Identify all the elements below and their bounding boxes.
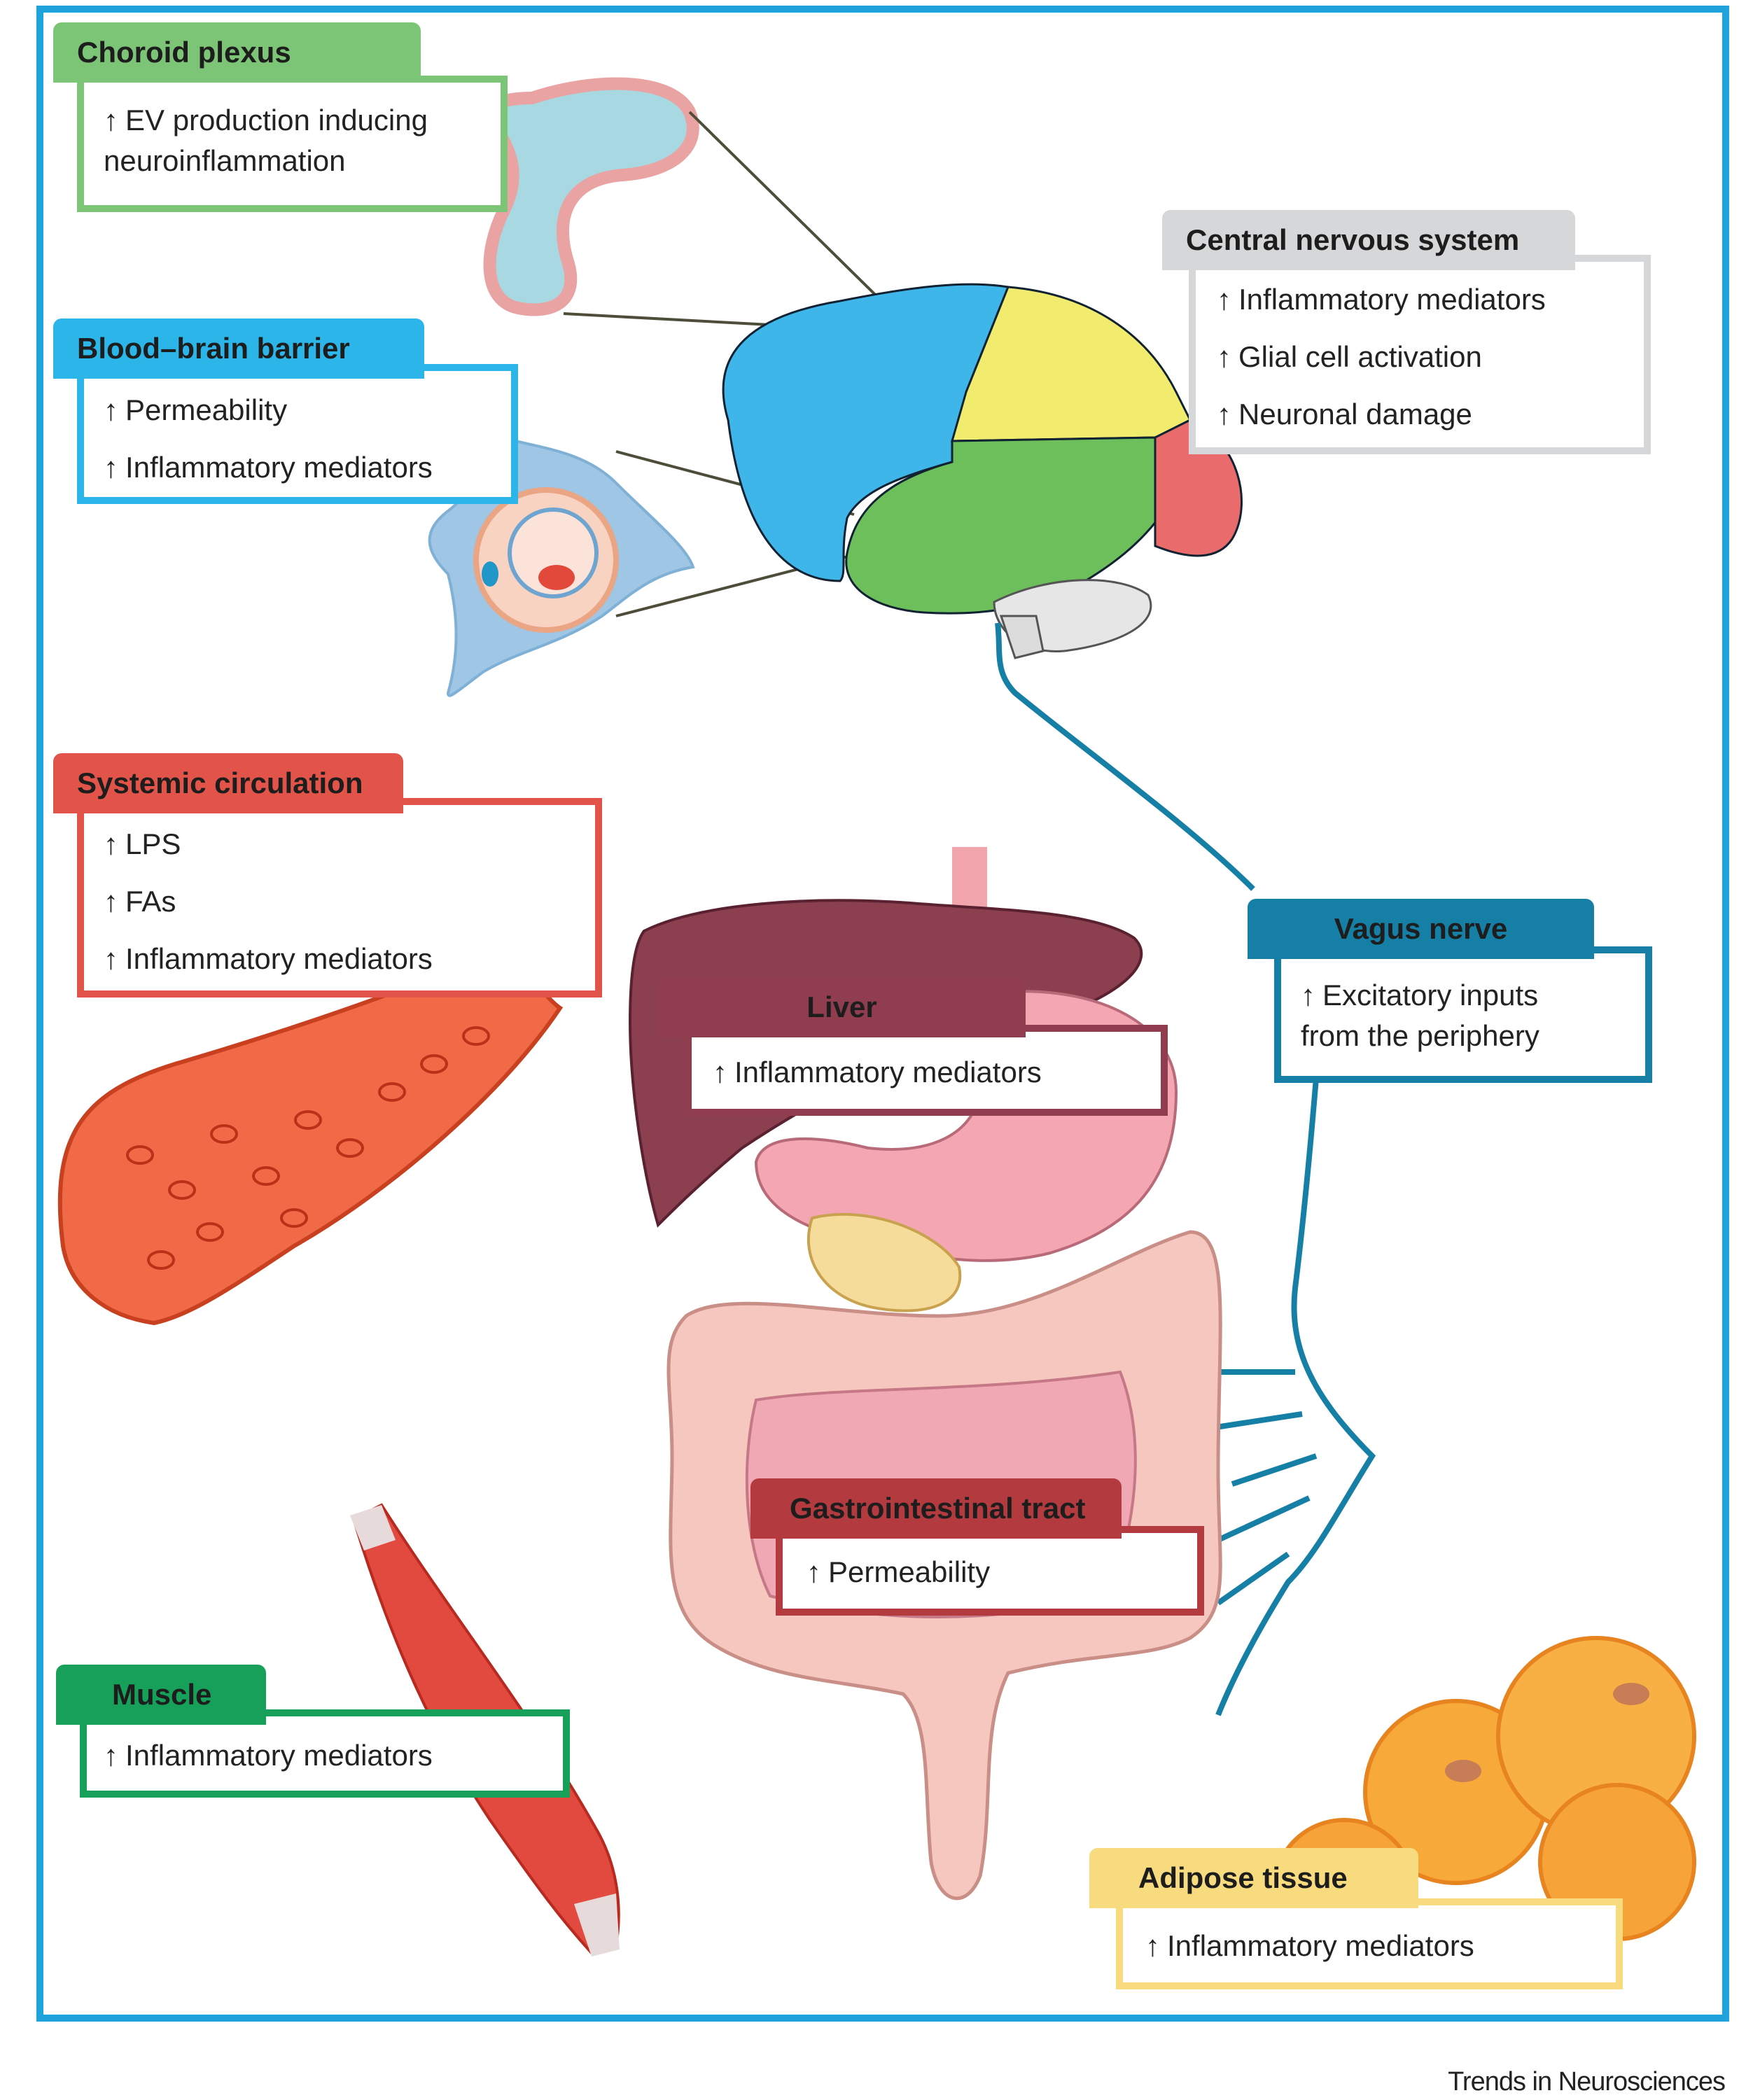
liver-title: Liver — [658, 977, 1026, 1037]
vagus-line-1: ↑Excitatory inputs — [1301, 979, 1539, 1011]
systemic-circulation-title: Systemic circulation — [53, 753, 403, 813]
choroid-line-1: ↑EV production inducing — [104, 104, 428, 136]
choroid-plexus-panel — [77, 76, 508, 212]
up-arrow-icon: ↑ — [1301, 979, 1315, 1011]
choroid-line-2: neuroinflammation — [104, 144, 346, 177]
systemic-line-1: ↑LPS — [104, 827, 181, 860]
cns-title-text: Central nervous system — [1186, 223, 1520, 256]
up-arrow-icon: ↑ — [713, 1056, 727, 1088]
cns-line-3: ↑Neuronal damage — [1217, 398, 1472, 430]
blood-vessel-illustration — [57, 958, 564, 1326]
up-arrow-icon: ↑ — [104, 393, 118, 426]
cns-line-2: ↑Glial cell activation — [1217, 340, 1482, 373]
cns-line-1: ↑Inflammatory mediators — [1217, 283, 1546, 316]
systemic-title-text: Systemic circulation — [77, 766, 363, 799]
up-arrow-icon: ↑ — [104, 1739, 118, 1772]
vagus-nerve-path — [995, 622, 1376, 1716]
bbb-title: Blood–brain barrier — [53, 318, 424, 379]
up-arrow-icon: ↑ — [1217, 398, 1231, 430]
liver-line-1: ↑Inflammatory mediators — [713, 1056, 1042, 1088]
up-arrow-icon: ↑ — [1217, 340, 1231, 373]
cns-title: Central nervous system — [1162, 210, 1575, 270]
bbb-line-1: ↑Permeability — [104, 393, 288, 426]
up-arrow-icon: ↑ — [104, 827, 118, 860]
up-arrow-icon: ↑ — [806, 1555, 821, 1588]
muscle-line-1: ↑Inflammatory mediators — [104, 1739, 433, 1772]
muscle-title: Muscle — [56, 1665, 266, 1725]
systemic-line-3: ↑Inflammatory mediators — [104, 942, 433, 975]
up-arrow-icon: ↑ — [1145, 1929, 1160, 1962]
adipose-title: Adipose tissue — [1089, 1848, 1418, 1908]
gi-tract-title: Gastrointestinal tract — [750, 1478, 1122, 1539]
systemic-circulation-panel — [77, 798, 602, 997]
up-arrow-icon: ↑ — [1217, 283, 1231, 316]
liver-panel — [685, 1025, 1168, 1116]
choroid-plexus-title: Choroid plexus — [53, 22, 421, 83]
bbb-panel — [77, 364, 518, 504]
up-arrow-icon: ↑ — [104, 885, 118, 918]
vagus-nerve-title: Vagus nerve — [1248, 899, 1594, 959]
brain-illustration — [722, 283, 1243, 659]
bbb-line-2: ↑Inflammatory mediators — [104, 451, 433, 484]
up-arrow-icon: ↑ — [104, 451, 118, 484]
up-arrow-icon: ↑ — [104, 104, 118, 136]
muscle-title-text: Muscle — [112, 1678, 212, 1711]
journal-credit: Trends in Neurosciences — [1448, 2067, 1726, 2096]
gi-line-1: ↑Permeability — [806, 1555, 991, 1588]
choroid-plexus-title-text: Choroid plexus — [77, 36, 291, 69]
adipose-title-text: Adipose tissue — [1138, 1861, 1348, 1894]
up-arrow-icon: ↑ — [104, 942, 118, 975]
vagus-nerve-panel — [1274, 946, 1652, 1083]
adipose-line-1: ↑Inflammatory mediators — [1145, 1929, 1474, 1962]
bbb-title-text: Blood–brain barrier — [77, 332, 350, 365]
gi-title-text: Gastrointestinal tract — [790, 1492, 1086, 1525]
figure-border — [36, 6, 1729, 2022]
systemic-line-2: ↑FAs — [104, 885, 176, 918]
liver-title-text: Liver — [806, 990, 877, 1023]
vagus-line-2: from the periphery — [1301, 1019, 1539, 1052]
vagus-title-text: Vagus nerve — [1334, 912, 1508, 945]
